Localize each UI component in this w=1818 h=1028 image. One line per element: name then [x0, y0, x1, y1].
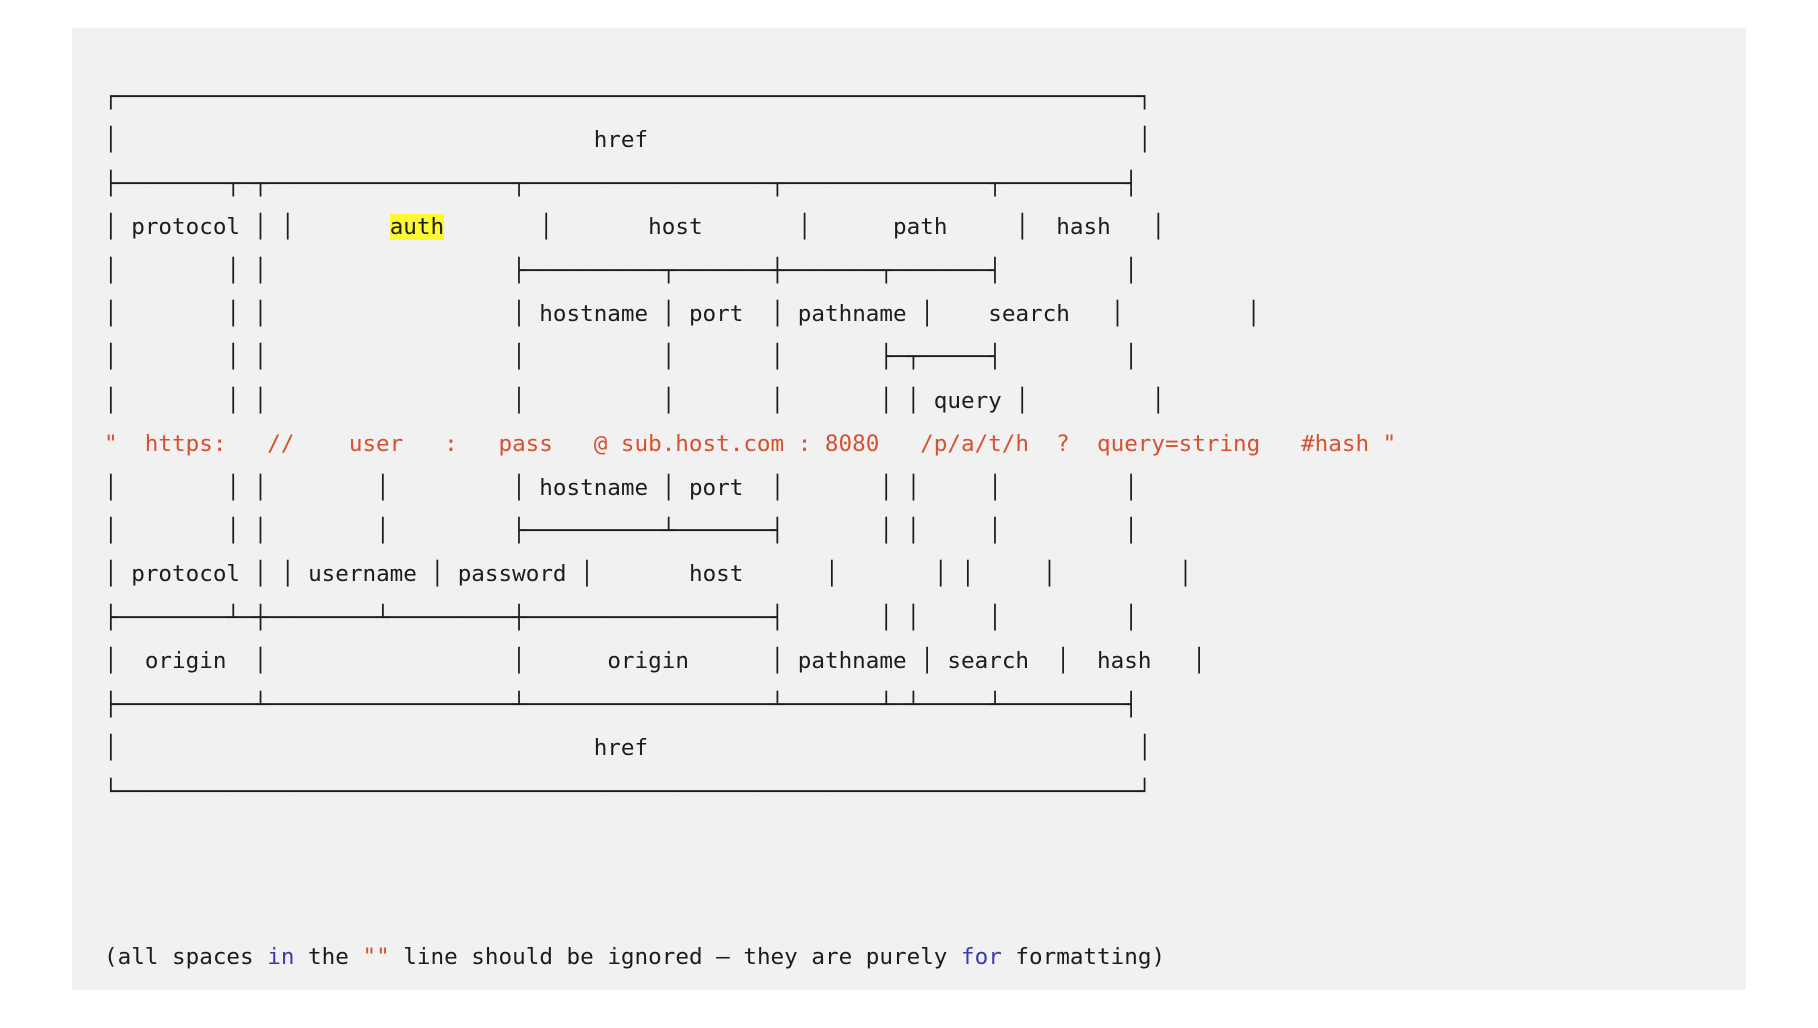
label-auth-highlighted: auth [389, 214, 445, 241]
label-href-bottom: href [593, 735, 649, 762]
diagram-pad-11: │ │ [1015, 387, 1166, 414]
diagram-pad-21: │ [1029, 648, 1098, 675]
label-search-bottom: search [947, 648, 1030, 675]
diagram-pad-5: │ [947, 214, 1057, 241]
diagram-pad-16: │ [566, 561, 689, 588]
footnote-seg-0: (all spaces [104, 944, 268, 970]
diagram-pad-9: │ [906, 301, 989, 328]
label-protocol-top: protocol [131, 214, 241, 241]
label-hostname-bottom: hostname [539, 474, 649, 501]
diagram-pad-13: │ │ │ │ │ [770, 474, 1138, 501]
diagram-pad-20: │ [906, 648, 948, 675]
diagram-pad-4: │ [702, 214, 894, 241]
label-origin-left: origin [144, 648, 227, 675]
diagram-line-href-bottom: │ [104, 735, 594, 762]
diagram-line-divider-1: ├────────┬─┬──────────────────┬─────────… [104, 170, 1138, 197]
diagram-line-query: │ │ │ │ │ │ │ │ [104, 387, 934, 414]
footnote-seg-6: formatting) [1001, 944, 1166, 970]
label-origin-right: origin [607, 648, 689, 675]
diagram-pad-17: │ │ │ │ │ [825, 561, 1193, 588]
diagram-pad-15: │ [416, 561, 458, 588]
footnote-empty-string-literal: "" [362, 944, 390, 970]
diagram-pad-8: │ [743, 301, 798, 328]
label-href-top: href [593, 127, 649, 154]
diagram-pad-14: │ │ [240, 561, 309, 588]
footnote-keyword-for: for [961, 944, 1002, 970]
label-port-bottom: port [688, 474, 744, 501]
footnote-line: (all spaces in the "" line should be ign… [104, 936, 1165, 979]
diagram-line-divider-4: │ │ │ │ ├──────────┴───────┤ │ │ │ │ [104, 518, 1138, 545]
diagram-pad-3: │ [444, 214, 649, 241]
label-search-top: search [988, 301, 1070, 328]
label-host-bottom: host [688, 561, 744, 588]
footnote-seg-4: line should be ignored — they are purely [389, 944, 961, 970]
diagram-line-sub-labels-2: │ │ │ │ │ [104, 474, 540, 501]
label-query: query [933, 387, 1002, 414]
label-host-top: host [648, 214, 703, 241]
label-hostname-top: hostname [539, 301, 649, 328]
diagram-line-sub-labels: │ │ │ │ [104, 301, 540, 328]
diagram-line-divider-3: │ │ │ │ │ │ ├─┬─────┤ │ [104, 344, 1138, 371]
label-path-top: path [893, 214, 948, 241]
diagram-pad-7: │ [648, 301, 689, 328]
label-hash-bottom: hash [1097, 648, 1152, 675]
diagram-line-href-top: │ [104, 127, 594, 154]
diagram-line-main-labels: │ [104, 214, 132, 241]
diagram-pad-18: │ │ [226, 648, 608, 675]
diagram-pad-23: │ [1137, 735, 1152, 762]
diagram-line-divider-2: │ │ │ ├──────────┬───────┼───────┬──────… [104, 257, 1138, 284]
diagram-line-divider-6: ├──────────┴──────────────────┴─────────… [104, 691, 1138, 718]
diagram-pad-6: │ [1151, 214, 1166, 241]
diagram-line-divider-5: ├────────┴─┼────────┴─────────┼─────────… [104, 604, 1138, 631]
url-string-line: " https: // user : pass @ sub.host.com :… [104, 431, 1397, 458]
diagram-pad-12: │ [648, 474, 689, 501]
label-port-top: port [688, 301, 744, 328]
label-pathname-top: pathname [797, 301, 907, 328]
label-pathname-bottom: pathname [797, 648, 907, 675]
footnote-seg-2: the [294, 944, 363, 970]
diagram-pad-1: │ [1137, 127, 1152, 154]
diagram-pad-10: │ │ [1110, 301, 1261, 328]
label-protocol-bottom: protocol [131, 561, 241, 588]
diagram-line-origin: │ [104, 648, 145, 675]
code-block-panel: ┌───────────────────────────────────────… [72, 28, 1746, 990]
diagram-line-bottom-border: └───────────────────────────────────────… [104, 778, 1152, 805]
label-username: username [308, 561, 417, 588]
diagram-line-auth-labels: │ [104, 561, 132, 588]
label-hash-top: hash [1056, 214, 1111, 241]
diagram-pad-19: │ [688, 648, 798, 675]
url-structure-ascii-diagram: ┌───────────────────────────────────────… [104, 76, 1396, 814]
diagram-pad-22: │ [1192, 648, 1206, 675]
diagram-line-top-border: ┌───────────────────────────────────────… [104, 84, 1152, 110]
diagram-pad-2: │ │ [240, 214, 390, 241]
footnote-keyword-in: in [267, 944, 295, 970]
label-password: password [457, 561, 567, 588]
